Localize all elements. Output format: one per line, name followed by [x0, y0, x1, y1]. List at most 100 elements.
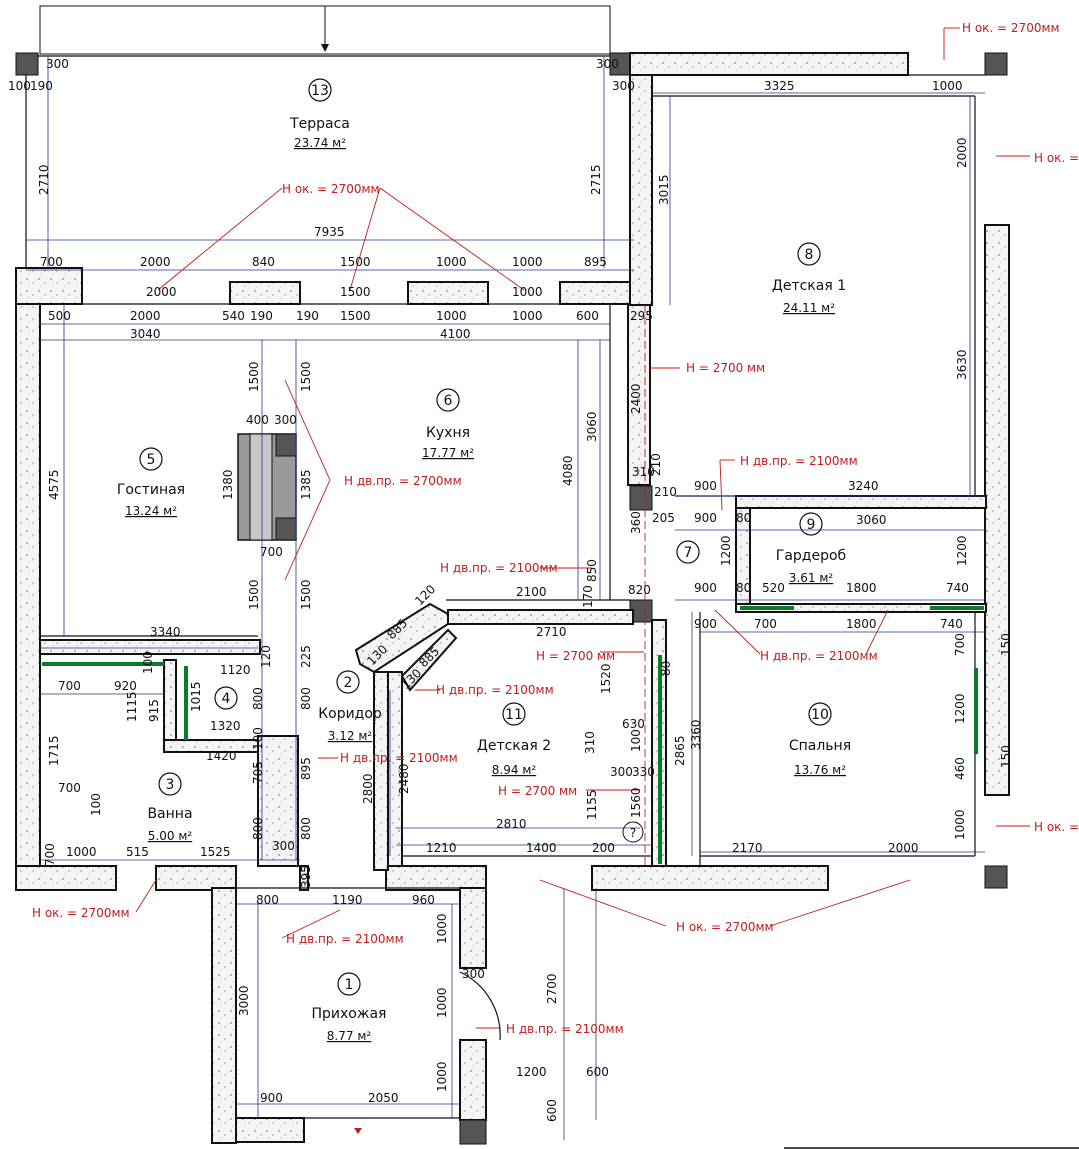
room-8-area: 24.11 м² [783, 301, 835, 315]
dim-800-b4: 800 [299, 817, 313, 840]
room-5-marker [139, 447, 163, 471]
dim-895: 895 [584, 255, 607, 269]
top-window-height: H ок. = 2700мм [962, 21, 1060, 35]
kids2-ceiling-height-2: H = 2700 мм [498, 784, 577, 798]
entrance-markers [39, 5, 1079, 1149]
room-2-number: 2 [344, 675, 353, 691]
dim-1000-n1: 1000 [436, 255, 467, 269]
dim-215: 210 [654, 485, 677, 499]
dim-500: 500 [48, 309, 71, 323]
room-11-name: Детская 2 [477, 738, 551, 754]
room-10-area: 13.76 м² [794, 763, 846, 777]
dim-700-is: 700 [260, 545, 283, 559]
dim-600-e2: 600 [545, 1099, 559, 1122]
room-1-name: Прихожая [312, 1006, 387, 1022]
dim-1000-n2: 1000 [512, 255, 543, 269]
room-4-number: 4 [222, 691, 231, 707]
dim-4575: 4575 [47, 469, 61, 500]
room-1-marker [337, 972, 361, 996]
dim-705: 705 [251, 761, 265, 784]
dim-3040: 3040 [130, 327, 161, 341]
dim-295: 295 [630, 309, 653, 323]
dim-1560: 1560 [629, 787, 643, 818]
room-13-name: Терраса [289, 116, 350, 132]
dim-895-b: 895 [299, 757, 313, 780]
dim-4100: 4100 [440, 327, 471, 341]
dim-4080: 4080 [561, 455, 575, 486]
dim-915: 915 [147, 699, 161, 722]
height-annotations: H ок. = 2700мм H ок. = 2700мм H ок. = 2 … [32, 21, 1079, 1036]
room-7-number: 7 [684, 545, 693, 561]
dim-1000-i2: 1000 [512, 309, 543, 323]
dim-3000: 3000 [237, 985, 251, 1016]
dim-1800-w: 1800 [846, 581, 877, 595]
dim-900-w3: 900 [694, 581, 717, 595]
room-8-marker [797, 242, 821, 266]
dim-210: 210 [649, 453, 663, 476]
dim-2800: 2800 [361, 773, 375, 804]
dim-1500-l2: 1500 [299, 361, 313, 392]
dim-520: 520 [762, 581, 785, 595]
front-door-height: H дв.пр. = 2100мм [506, 1022, 624, 1036]
dim-150-b: 150 [999, 745, 1013, 768]
dim-1500-i: 1500 [340, 309, 371, 323]
room-labels: 13 Терраса 23.74 м² 8 Детская 1 24.11 м²… [117, 78, 851, 1043]
dim-1200-w1: 1200 [719, 535, 733, 566]
dim-600: 600 [576, 309, 599, 323]
dim-330: 330 [632, 765, 655, 779]
dim-1520: 1520 [599, 663, 613, 694]
dim-300-tr: 300 [596, 57, 619, 71]
room-1-area: 8.77 м² [327, 1029, 372, 1043]
kids1-ceiling-height: H = 2700 мм [686, 361, 765, 375]
dim-300-r: 300 [612, 79, 635, 93]
dim-800-b1: 800 [251, 687, 265, 710]
dim-2715: 2715 [589, 164, 603, 195]
dim-190-a: 190 [250, 309, 273, 323]
dim-700-bt: 700 [58, 679, 81, 693]
dim-100-b: 100 [141, 651, 155, 674]
dim-1000-e3: 1000 [435, 1061, 449, 1092]
room-11-number: 11 [505, 707, 523, 723]
room-1-number: 1 [345, 977, 354, 993]
dim-2700: 2700 [545, 973, 559, 1004]
dim-2400: 2400 [629, 383, 643, 414]
dim-740-b: 740 [940, 617, 963, 631]
dim-190: 190 [30, 79, 53, 93]
dim-205: 205 [652, 511, 675, 525]
dim-100-d: 100 [89, 793, 103, 816]
dim-80-a: 80 [736, 511, 751, 525]
dim-2100-k: 2100 [516, 585, 547, 599]
wardrobe-fronts [42, 606, 984, 864]
kids2-door-height: H дв.пр. = 2100мм [436, 683, 554, 697]
dim-120: 120 [412, 582, 438, 608]
dim-2000-n: 2000 [140, 255, 171, 269]
kitchen-door-height: H дв.пр. = 2100мм [440, 561, 558, 575]
dim-1500-n: 1500 [340, 255, 371, 269]
dim-2865: 2865 [673, 735, 687, 766]
dim-300-k2: 300 [610, 765, 633, 779]
walls [15, 52, 1010, 1145]
dim-7935: 7935 [314, 225, 345, 239]
dim-1525: 1525 [200, 845, 231, 859]
room-11-area: 8.94 м² [492, 763, 537, 777]
dim-1210: 1210 [426, 841, 457, 855]
kids1-door-height: H дв.пр. = 2100мм [740, 454, 858, 468]
dim-540: 540 [222, 309, 245, 323]
dim-800-e: 800 [256, 893, 279, 907]
dim-700-n: 700 [40, 255, 63, 269]
kids2-ceiling-height-1: H = 2700 мм [536, 649, 615, 663]
south-window-height: H ок. = 2700мм [676, 920, 774, 934]
dim-1000-ne: 1000 [932, 79, 963, 93]
room-6-marker [436, 388, 460, 412]
bath-window-height: H ок. = 2700мм [32, 906, 130, 920]
living-opening-height: H дв.пр. = 2700мм [344, 474, 462, 488]
dim-3340: 3340 [150, 625, 181, 639]
room-10-number: 10 [811, 707, 829, 723]
dim-1320: 1320 [210, 719, 241, 733]
dim-80-b: 80 [736, 581, 751, 595]
dim-1500-l3: 1500 [247, 579, 261, 610]
dim-2000-w: 2000 [146, 285, 177, 299]
room-8-name: Детская 1 [772, 278, 846, 294]
dim-3325: 3325 [764, 79, 795, 93]
